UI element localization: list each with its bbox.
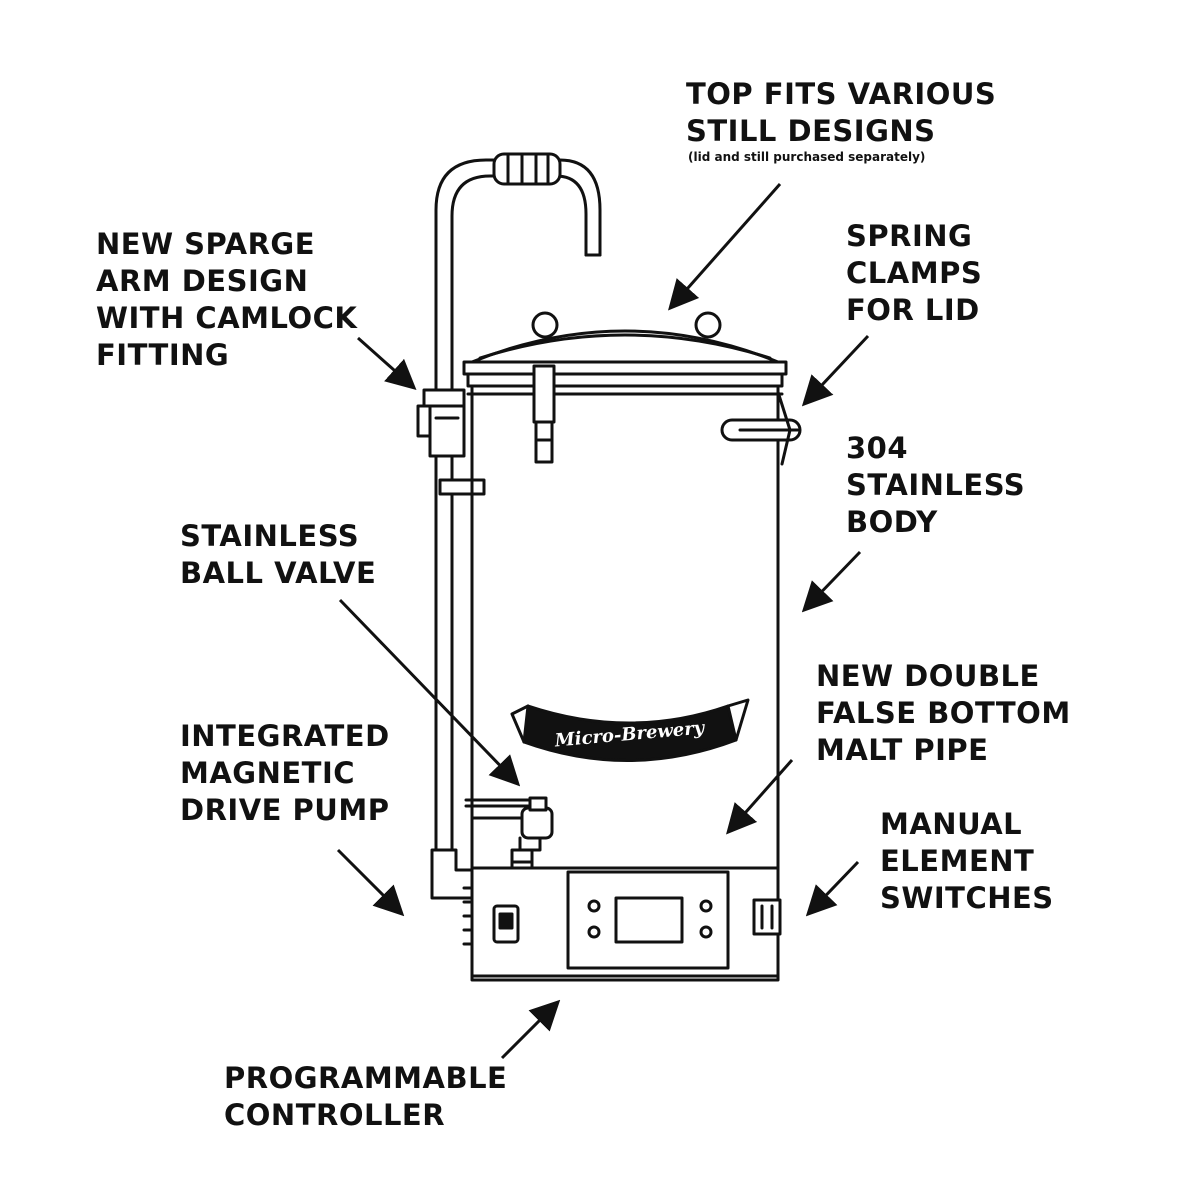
label-line: ELEMENT (880, 844, 1035, 878)
label-line: NEW DOUBLE (816, 659, 1040, 693)
label-line: 304 (846, 431, 909, 465)
brand-banner (510, 698, 750, 762)
label-line: BALL VALVE (180, 556, 377, 590)
label-line: DRIVE PUMP (180, 793, 390, 827)
label-line: SPRING (846, 219, 973, 253)
arrow-controller (500, 999, 561, 1060)
label-false-bottom: NEW DOUBLE FALSE BOTTOM MALT PIPE (816, 658, 1071, 769)
kettle-lid (462, 311, 788, 396)
arrow-pump (336, 848, 405, 917)
label-top-fits: TOP FITS VARIOUS STILL DESIGNS (686, 76, 996, 150)
label-line: MAGNETIC (180, 756, 356, 790)
label-controller: PROGRAMMABLE CONTROLLER (224, 1060, 507, 1134)
label-line: SWITCHES (880, 881, 1054, 915)
vent-slots (462, 886, 472, 946)
label-ball-valve: STAINLESS BALL VALVE (180, 518, 376, 592)
label-pump: INTEGRATED MAGNETIC DRIVE PUMP (180, 718, 390, 829)
arrow-element-switches (805, 860, 860, 917)
pipe-bracket (438, 478, 486, 496)
label-spring-clamps: SPRING CLAMPS FOR LID (846, 218, 982, 329)
label-stainless-body: 304 STAINLESS BODY (846, 430, 1025, 541)
label-line: MANUAL (880, 807, 1023, 841)
label-line: TOP FITS VARIOUS (686, 77, 997, 111)
arrow-spring-clamps (801, 334, 870, 407)
camlock-fitting (416, 388, 466, 458)
label-line: WITH CAMLOCK (96, 301, 358, 335)
spring-clamp-side (720, 390, 802, 466)
label-line: STAINLESS (846, 468, 1026, 502)
label-line: STAINLESS (180, 519, 360, 553)
label-line: CONTROLLER (224, 1098, 446, 1132)
label-line: PROGRAMMABLE (224, 1061, 508, 1095)
kettle-body (470, 386, 780, 870)
label-top-fits-note: (lid and still purchased separately) (688, 150, 926, 164)
label-line: STILL DESIGNS (686, 114, 936, 148)
sparge-arm-pipe (434, 152, 602, 872)
label-line: BODY (846, 505, 938, 539)
label-line: FITTING (96, 338, 230, 372)
label-line: INTEGRATED (180, 719, 390, 753)
arrow-ball-valve (338, 598, 521, 787)
arrow-sparge (357, 336, 417, 390)
pipe-elbow (430, 848, 474, 900)
label-line: CLAMPS (846, 256, 983, 290)
label-line: NEW SPARGE (96, 227, 316, 261)
spring-clamp-front (532, 364, 556, 464)
arrow-stainless-body (801, 550, 862, 613)
label-line: MALT PIPE (816, 733, 989, 767)
arrow-top-fits (668, 183, 782, 311)
arrow-false-bottom (726, 759, 794, 835)
base-housing (470, 866, 780, 982)
pump-switch (492, 904, 520, 944)
label-sparge-arm: NEW SPARGE ARM DESIGN WITH CAMLOCK FITTI… (96, 226, 357, 374)
label-line: ARM DESIGN (96, 264, 309, 298)
label-line: FALSE BOTTOM (816, 696, 1071, 730)
element-switches (752, 898, 782, 936)
label-line: FOR LID (846, 293, 980, 327)
label-element-switches: MANUAL ELEMENT SWITCHES (880, 806, 1054, 917)
